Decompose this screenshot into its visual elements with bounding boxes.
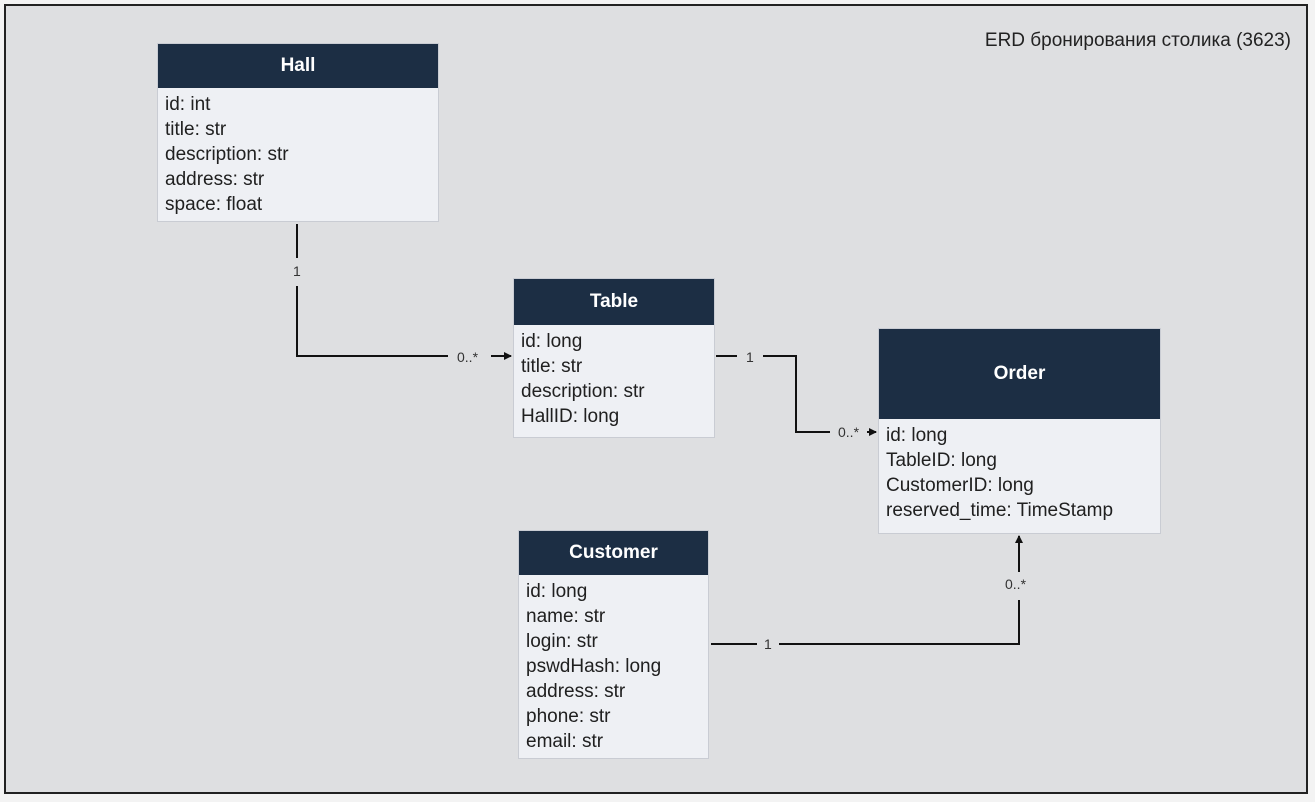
entity-order-header: Order — [879, 329, 1160, 419]
entity-field: phone: str — [526, 706, 611, 727]
entity-field: login: str — [526, 631, 598, 652]
entity-field: id: long — [886, 425, 948, 446]
entity-hall-header: Hall — [158, 44, 438, 88]
entity-field: id: long — [526, 581, 588, 602]
entity-field: id: int — [165, 94, 211, 115]
entity-table-header: Table — [514, 279, 714, 325]
entity-field: title: str — [165, 119, 227, 140]
entity-field: address: str — [526, 681, 626, 702]
entity-hall[interactable]: Hall id: int title: str description: str… — [157, 43, 439, 222]
entity-order-fields: id: long TableID: long CustomerID: long … — [879, 419, 1160, 529]
entity-field: id: long — [521, 331, 583, 352]
entity-customer-header: Customer — [519, 531, 708, 575]
entity-field: space: float — [165, 194, 263, 215]
entity-field: CustomerID: long — [886, 475, 1034, 496]
entity-field: description: str — [521, 381, 645, 402]
entity-hall-fields: id: int title: str description: str addr… — [158, 88, 438, 223]
entity-field: HallID: long — [521, 406, 620, 427]
entity-customer-fields: id: long name: str login: str pswdHash: … — [519, 575, 708, 760]
entity-field: email: str — [526, 731, 604, 752]
entity-customer[interactable]: Customer id: long name: str login: str p… — [518, 530, 709, 759]
entity-order[interactable]: Order id: long TableID: long CustomerID:… — [878, 328, 1161, 534]
entity-field: reserved_time: TimeStamp — [886, 500, 1114, 521]
entity-field: TableID: long — [886, 450, 997, 471]
entity-field: description: str — [165, 144, 289, 165]
diagram-title: ERD бронирования столика (3623) — [984, 30, 1291, 51]
entity-table-fields: id: long title: str description: str Hal… — [514, 325, 714, 435]
entity-field: name: str — [526, 606, 606, 627]
entity-table[interactable]: Table id: long title: str description: s… — [513, 278, 715, 438]
entity-field: pswdHash: long — [526, 656, 662, 677]
entity-field: address: str — [165, 169, 265, 190]
entity-field: title: str — [521, 356, 583, 377]
